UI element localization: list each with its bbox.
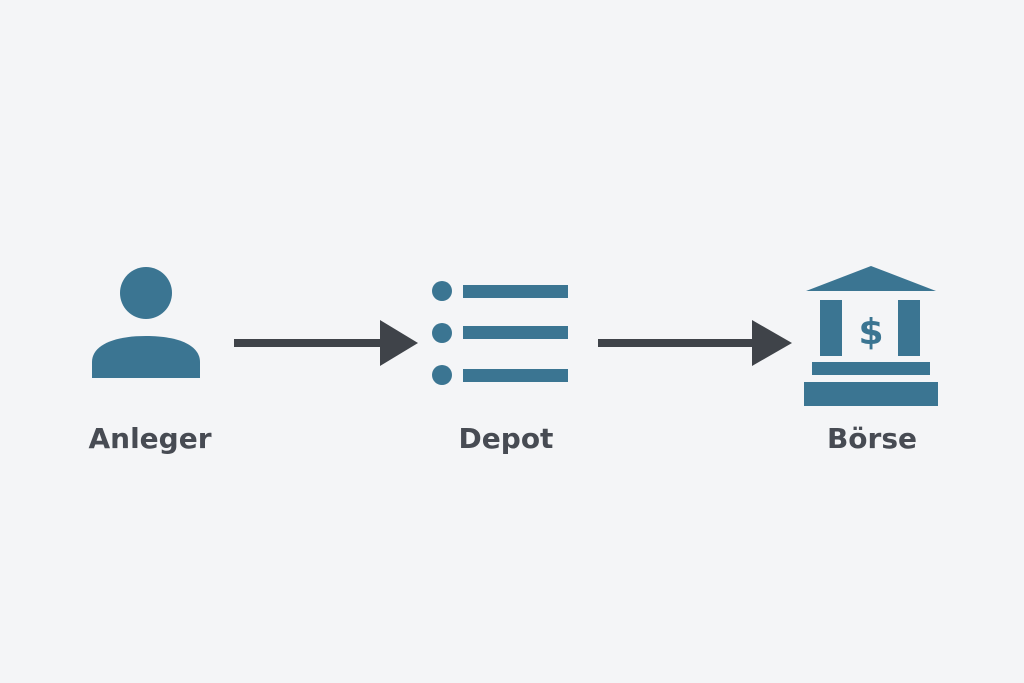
node-label-depot: Depot [458, 422, 554, 455]
list-icon [432, 281, 568, 385]
bank-icon: $ [804, 266, 938, 406]
person-icon [92, 267, 200, 378]
node-label-boerse: Börse [826, 422, 918, 455]
arrow-right-icon [598, 320, 792, 366]
arrow-right-icon [234, 320, 418, 366]
node-label-anleger: Anleger [88, 422, 212, 455]
dollar-sign-icon: $ [858, 312, 883, 353]
